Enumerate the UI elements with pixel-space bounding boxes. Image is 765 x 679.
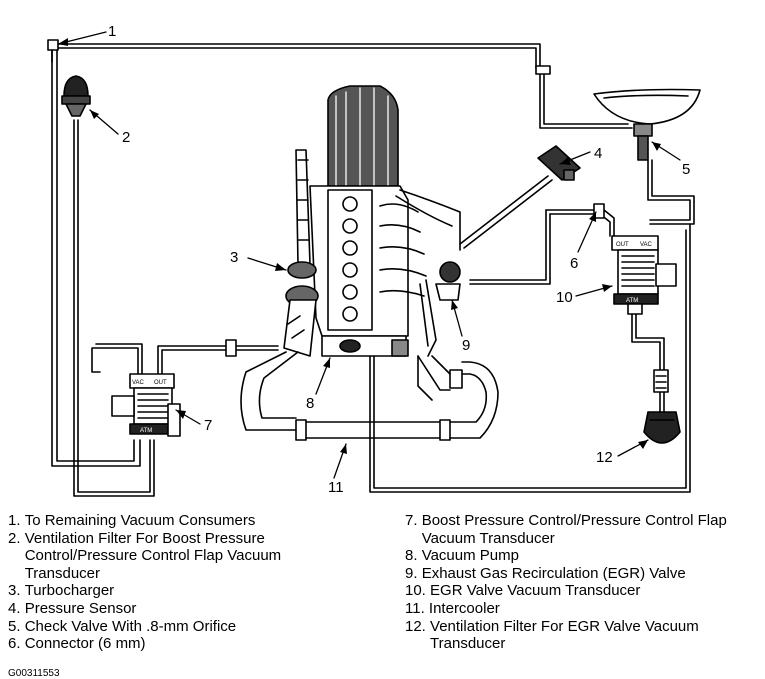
vacuum-consumer-connector bbox=[47, 39, 59, 63]
vac-label-7: VAC bbox=[132, 380, 145, 386]
intercooler-11 bbox=[240, 351, 499, 441]
callout-11: 11 bbox=[328, 479, 344, 496]
connector-6 bbox=[593, 203, 605, 219]
legend-text: Pressure Sensor bbox=[24, 599, 137, 617]
legend-text: Exhaust Gas Recirculation (EGR) Valve bbox=[421, 564, 686, 582]
legend-item: 11. Intercooler bbox=[405, 600, 760, 618]
callout-9: 9 bbox=[462, 337, 470, 354]
callout-12: 12 bbox=[596, 449, 613, 466]
egr-vacuum-transducer-10 bbox=[611, 235, 677, 315]
legend-number: 10. bbox=[405, 582, 426, 600]
legend-item: 9. Exhaust Gas Recirculation (EGR) Valve bbox=[405, 565, 760, 583]
legend-text: Ventilation Filter For EGR Valve Vacuum … bbox=[430, 617, 699, 653]
legend-number: 1. bbox=[8, 512, 21, 529]
callout-3: 3 bbox=[230, 249, 238, 266]
legend-item: 2. Ventilation Filter For Boost Pressure… bbox=[8, 530, 348, 583]
out-label-10: OUT bbox=[616, 242, 629, 248]
legend-number: 6. bbox=[8, 635, 21, 653]
vacuum-lines bbox=[51, 43, 695, 497]
legend-number: 9. bbox=[405, 564, 418, 582]
leader-arrowheads bbox=[58, 38, 661, 454]
callout-4: 4 bbox=[594, 145, 602, 162]
pressure-sensor-4 bbox=[537, 145, 581, 181]
transducer-labels: VAC OUT ATM OUT VAC ATM bbox=[132, 242, 653, 434]
legend-right: 7. Boost Pressure Control/Pressure Contr… bbox=[405, 512, 760, 653]
legend-item: 1. To Remaining Vacuum Consumers bbox=[8, 512, 348, 530]
legend-text: Turbocharger bbox=[24, 582, 115, 600]
legend-number: 11. bbox=[405, 599, 425, 617]
legend-number: 2. bbox=[8, 529, 21, 547]
legend-number: 5. bbox=[8, 617, 21, 635]
legend-number: 4. bbox=[8, 599, 21, 617]
legend-item: 4. Pressure Sensor bbox=[8, 600, 348, 618]
legend-text: Vacuum Pump bbox=[421, 547, 519, 565]
turbocharger-3 bbox=[283, 149, 319, 357]
legend-item: 8. Vacuum Pump bbox=[405, 547, 760, 565]
legend-text: Connector (6 mm) bbox=[24, 635, 146, 653]
legend-text: To Remaining Vacuum Consumers bbox=[24, 512, 256, 529]
ventilation-filter-2 bbox=[61, 75, 91, 117]
atm-label-10: ATM bbox=[626, 298, 638, 304]
egr-valve-9 bbox=[419, 261, 461, 357]
legend-text: Ventilation Filter For Boost Pressure Co… bbox=[24, 529, 282, 582]
legend-item: 6. Connector (6 mm) bbox=[8, 635, 348, 653]
callout-2: 2 bbox=[122, 129, 130, 146]
callout-numbers: 1 2 3 4 5 6 7 8 9 10 11 12 bbox=[108, 23, 690, 496]
legend-number: 8. bbox=[405, 547, 418, 565]
legend-item: 10. EGR Valve Vacuum Transducer bbox=[405, 582, 760, 600]
legend-text: Intercooler bbox=[428, 599, 500, 617]
legend-number: 7. bbox=[405, 512, 418, 529]
callout-7: 7 bbox=[204, 417, 212, 434]
ventilation-filter-12 bbox=[643, 369, 681, 444]
callout-5: 5 bbox=[682, 161, 690, 178]
figure-id: G00311553 bbox=[8, 668, 60, 679]
legend-item: 3. Turbocharger bbox=[8, 582, 348, 600]
vacuum-diagram: VAC OUT ATM OUT VAC ATM 1 2 3 4 5 6 7 8 … bbox=[47, 23, 701, 497]
legend-item: 7. Boost Pressure Control/Pressure Contr… bbox=[405, 512, 760, 547]
legend-number: 3. bbox=[8, 582, 21, 600]
engine-block bbox=[309, 85, 461, 357]
vac-label-10: VAC bbox=[640, 242, 653, 248]
legend-item: 12. Ventilation Filter For EGR Valve Vac… bbox=[405, 618, 760, 653]
legend-text: Check Valve With .8-mm Orifice bbox=[24, 617, 237, 635]
check-valve-5 bbox=[535, 65, 701, 161]
callout-10: 10 bbox=[556, 289, 573, 306]
atm-label-7: ATM bbox=[140, 428, 152, 434]
callout-1: 1 bbox=[108, 23, 116, 40]
legend-text: EGR Valve Vacuum Transducer bbox=[430, 582, 641, 600]
out-label-7: OUT bbox=[154, 380, 167, 386]
legend-text: Boost Pressure Control/Pressure Control … bbox=[421, 512, 727, 547]
callout-6: 6 bbox=[570, 255, 578, 272]
legend-left: 1. To Remaining Vacuum Consumers 2. Vent… bbox=[8, 512, 348, 653]
legend-number: 12. bbox=[405, 617, 426, 635]
boost-pressure-transducer-7 bbox=[111, 339, 237, 437]
callout-8: 8 bbox=[306, 395, 314, 412]
legend-item: 5. Check Valve With .8-mm Orifice bbox=[8, 618, 348, 636]
